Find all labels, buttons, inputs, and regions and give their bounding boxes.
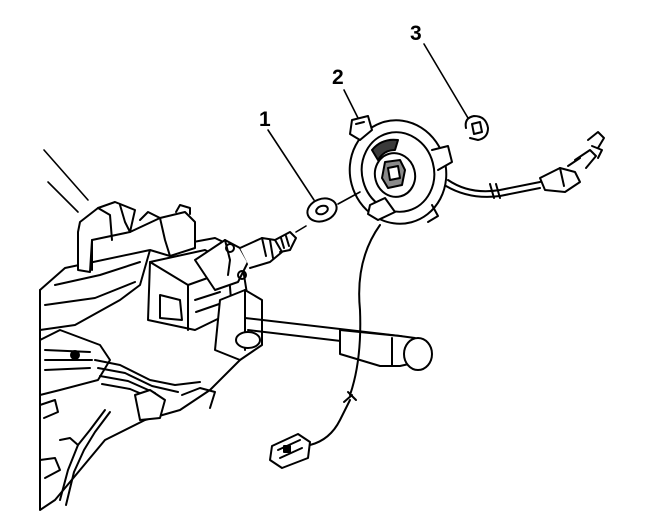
washer-part-1 [306, 197, 338, 223]
leader-lines [43, 43, 469, 233]
multifunction-lever [214, 289, 433, 371]
callout-2: 2 [332, 66, 344, 89]
clockspring-part-2 [348, 115, 453, 225]
clockspring-wiring [269, 131, 605, 469]
callout-1: 1 [259, 108, 271, 131]
callout-3: 3 [410, 22, 422, 45]
shaft-collar [194, 231, 297, 291]
retainer-clip-part-3 [464, 115, 489, 141]
